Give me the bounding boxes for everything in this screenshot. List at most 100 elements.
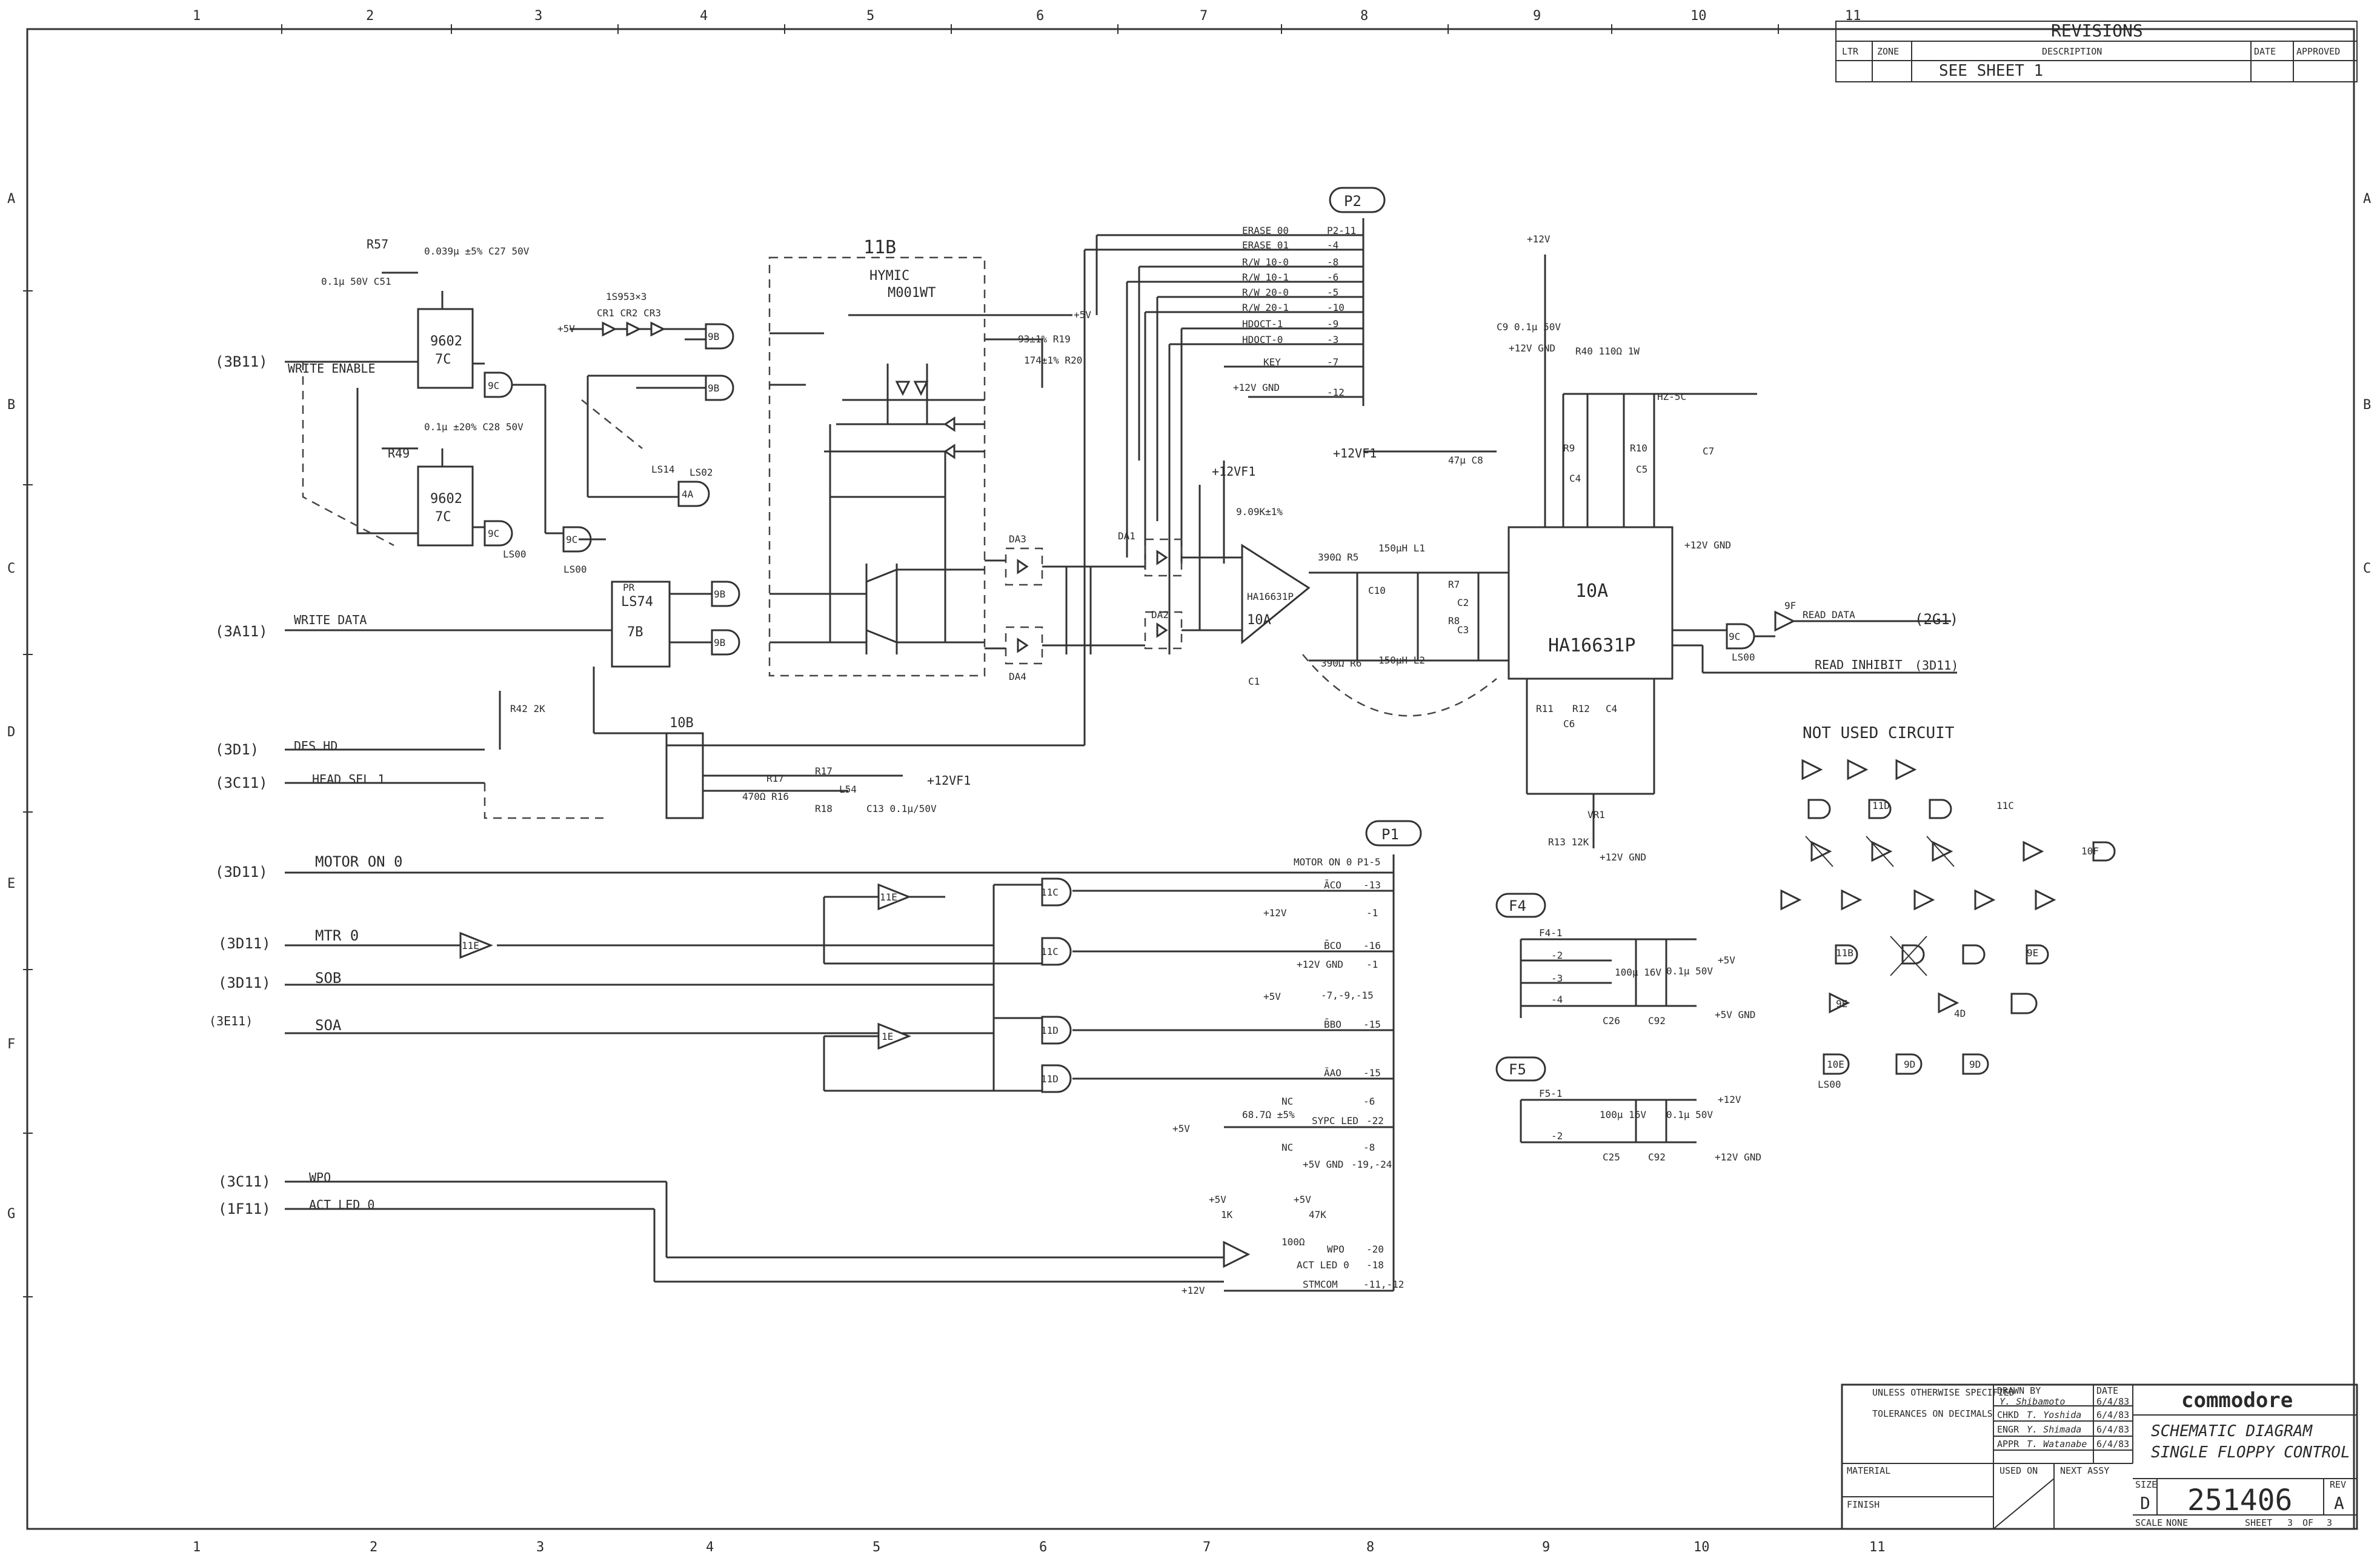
p2-pin-6: -6 — [1327, 271, 1338, 283]
zone-col-6-b: 6 — [1039, 1540, 1047, 1555]
write-enable-label: WRITE ENABLE — [288, 361, 376, 376]
zone-row-c: C — [7, 561, 15, 576]
chip-9602-a: 9602 7C — [417, 308, 474, 389]
led-5v-b: +5V — [1209, 1194, 1226, 1205]
ls02-label: LS02 — [690, 467, 713, 478]
zone-col-5: 5 — [866, 8, 874, 24]
chip-ls74-part: LS74 — [621, 594, 653, 610]
dashed-arc — [1302, 654, 1497, 717]
da1-label: DA1 — [1118, 530, 1135, 542]
led-12v: +12V — [1182, 1285, 1205, 1296]
gate-9b-4: 9B — [711, 629, 740, 656]
p2-hdoct0: HDOCT-0 — [1242, 334, 1283, 345]
cr-part-label: 1S953×3 — [606, 291, 647, 302]
svg-text:PR: PR — [623, 582, 635, 593]
wpo-ref: (3C11) — [218, 1173, 271, 1190]
hybrid-module-11b: 11B HYMIC M001WT — [768, 237, 986, 677]
ic10a-v12: +12V — [1527, 233, 1551, 245]
f5-v12: +12V — [1718, 1094, 1741, 1105]
tb-scale-label: SCALE — [2135, 1517, 2162, 1528]
read-inhibit-ref: (3D11) — [1915, 658, 1958, 673]
not-used-11d: 11D — [1872, 800, 1890, 811]
da3-label: DA3 — [1009, 533, 1026, 545]
c28-label: 0.1µ ±20% C28 50V — [424, 421, 524, 433]
p2-pin-4: -4 — [1327, 239, 1338, 251]
c2-label: C2 — [1457, 597, 1469, 608]
ls14-label: LS14 — [651, 464, 675, 475]
r1k-label: 1K — [1221, 1209, 1233, 1220]
zone-col-3: 3 — [534, 8, 542, 24]
soa-ref: (3E11) — [209, 1014, 253, 1028]
f4-pin-2: -2 — [1551, 950, 1563, 961]
p1-12v: +12V — [1263, 907, 1287, 919]
not-used-9d-b: 9D — [1969, 1059, 1981, 1070]
chip-ls74-7b: PR LS74 7B LS00 — [563, 564, 671, 668]
gate-9c-low-label: 9C — [566, 534, 577, 545]
r42-label: R42 2K — [510, 703, 545, 714]
p2-pin-8: -8 — [1327, 256, 1338, 268]
gate-9b-1-label: 9B — [708, 331, 719, 342]
zone-row-a-r: A — [2363, 191, 2371, 207]
gate-9b-1: 9B — [705, 323, 734, 350]
ic10a-wires — [1363, 255, 1957, 848]
p1-pin-13: -13 — [1363, 879, 1381, 891]
connector-f4-label: F4 — [1509, 897, 1526, 914]
p1-pin-18: -18 — [1366, 1259, 1384, 1271]
res-909-label: 9.09K±1% — [1236, 506, 1283, 518]
sheet-border — [26, 28, 2355, 1530]
buffer-11e-label: 11E — [462, 940, 479, 951]
buffer-1e-label: 1E — [882, 1031, 893, 1042]
tb-drawn-date: 6/4/83 — [2096, 1396, 2129, 1407]
amp-10a-ref: 10A — [1247, 613, 1271, 628]
zone-col-4: 4 — [700, 8, 708, 24]
gate-9b-2: 9B — [705, 374, 734, 401]
rev-col-zone: ZONE — [1877, 46, 1899, 57]
tb-finish: FINISH — [1847, 1499, 1880, 1510]
zone-col-9: 9 — [1533, 8, 1541, 24]
connector-f5: F5 F5-1 -2 100µ 16V 0.1µ 50V C25 C92 +12… — [1495, 1056, 1761, 1163]
hybrid-ref: 11B — [863, 237, 896, 258]
gate-9c-mid: 9C — [484, 520, 513, 547]
c9-label: C9 0.1µ 50V — [1497, 321, 1561, 333]
zone-row-f: F — [7, 1037, 15, 1052]
p1-pin-6: -6 — [1363, 1096, 1375, 1107]
gate-9c-read-label: 9C — [1729, 631, 1740, 642]
r100-label: 100Ω — [1281, 1236, 1305, 1248]
r20-label: 174±1% R20 — [1024, 354, 1082, 366]
p1-5v: +5V — [1263, 991, 1281, 1002]
p12vf1-label-a: +12VF1 — [927, 773, 971, 788]
input-signals: (3B11) WRITE ENABLE (3A11) WRITE DATA (3… — [209, 353, 403, 1217]
buffer-1e: 1E — [877, 1022, 912, 1050]
zone-col-1: 1 — [193, 8, 201, 24]
p1-wpo: WPO — [1327, 1243, 1345, 1255]
p2-erase00: ERASE 00 — [1242, 225, 1289, 236]
p1-pin-1b: -1 — [1366, 959, 1378, 970]
gate-11d-b: 11D — [1041, 1064, 1072, 1093]
f4-c01u: 0.1µ 50V — [1666, 965, 1713, 977]
f4-gnd5: +5V GND — [1715, 1009, 1755, 1020]
chip-10b: 10B — [665, 716, 704, 819]
c4b-label: C4 — [1606, 703, 1617, 714]
chip-ls74-ref: 7B — [627, 625, 643, 640]
f5-c01u: 0.1µ 50V — [1666, 1109, 1713, 1120]
da2-label: DA2 — [1151, 609, 1169, 621]
dashed-links-left — [302, 362, 643, 819]
zone-columns-top: 1 2 3 4 5 6 7 8 9 10 11 — [193, 8, 1861, 24]
tb-scale: NONE — [2166, 1517, 2188, 1528]
diode-chain-cr: 1S953×3 CR1 CR2 CR3 +5V — [557, 291, 706, 337]
p1-pin-11: -11,-12 — [1363, 1279, 1404, 1290]
soa-label: SOA — [315, 1017, 342, 1034]
hz-label: HZ-5C — [1657, 391, 1686, 402]
gate-9c-top-label: 9C — [488, 380, 499, 391]
gate-9b-3-label: 9B — [714, 588, 725, 600]
chip-9602-b-ref: 7C — [435, 510, 451, 525]
p2-pin-7: -7 — [1327, 356, 1338, 368]
f5-gnd12: +12V GND — [1715, 1151, 1761, 1163]
p1-bbo: B̄BO — [1324, 1019, 1341, 1030]
r57-label: R57 — [367, 237, 388, 251]
not-used-11b: 11B — [1836, 947, 1853, 959]
tb-engr-date: 6/4/83 — [2096, 1424, 2129, 1435]
gate-9c-mid-label: 9C — [488, 528, 499, 539]
revisions-title: REVISIONS — [2051, 21, 2143, 41]
p2-hdoct1: HDOCT-1 — [1242, 318, 1283, 330]
